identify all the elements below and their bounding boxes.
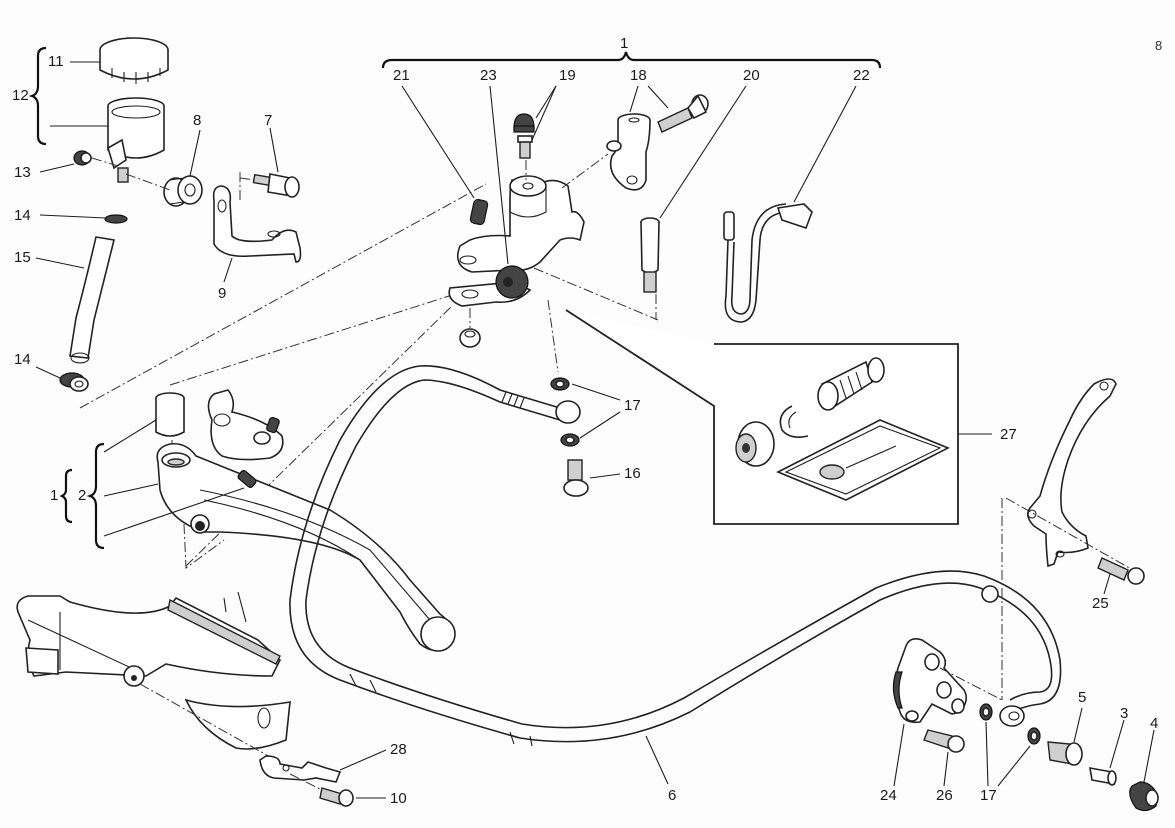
- dust-boot[interactable]: [495, 265, 529, 299]
- mounting-bracket[interactable]: [1026, 378, 1117, 568]
- clutch-switch[interactable]: [723, 203, 813, 323]
- callout-15: 15: [14, 249, 31, 266]
- master-cylinder-body[interactable]: [448, 175, 585, 307]
- lever-bushing[interactable]: [155, 392, 185, 437]
- callout-6: 6: [668, 787, 677, 804]
- reservoir-cap[interactable]: [99, 37, 169, 84]
- callout-14-upper: 14: [14, 207, 31, 224]
- guide-screw[interactable]: [319, 787, 354, 807]
- callout-17-lower: 17: [980, 787, 997, 804]
- callout-8: 8: [193, 112, 202, 129]
- callout-3: 3: [1120, 705, 1129, 722]
- callout-11: 11: [48, 53, 64, 70]
- bleed-valve[interactable]: [1089, 767, 1117, 786]
- rubber-mount[interactable]: [163, 175, 203, 207]
- clutch-hose[interactable]: [289, 365, 1062, 747]
- sealing-washer-lower-1[interactable]: [979, 703, 993, 721]
- bracket-screw[interactable]: [1097, 557, 1145, 585]
- lever-outer-brace: [59, 468, 73, 524]
- callout-4: 4: [1150, 715, 1159, 732]
- slave-cylinder[interactable]: [892, 638, 968, 724]
- callout-21: 21: [393, 67, 410, 84]
- hose-clamp-lower[interactable]: [59, 372, 89, 392]
- callout-26: 26: [936, 787, 953, 804]
- callout-12: 12: [12, 87, 29, 104]
- nut[interactable]: [73, 150, 92, 166]
- bleed-screw-cap[interactable]: [513, 113, 535, 133]
- cylinder-nut[interactable]: [459, 328, 481, 348]
- hose-clamp-upper[interactable]: [104, 214, 128, 224]
- reservoir-brace: [28, 46, 47, 146]
- page-reference: 8: [1155, 38, 1163, 53]
- callout-20: 20: [743, 67, 760, 84]
- assembly-brace: [381, 51, 882, 69]
- handlebar-clamp[interactable]: [606, 113, 651, 191]
- adjuster-screw[interactable]: [469, 198, 489, 226]
- clutch-lever[interactable]: [156, 442, 456, 652]
- callout-7: 7: [264, 112, 273, 129]
- reservoir-body[interactable]: [107, 97, 165, 183]
- callout-10: 10: [390, 790, 407, 807]
- callout-17-upper: 17: [624, 397, 641, 414]
- bleed-valve-cap[interactable]: [1129, 781, 1159, 812]
- callout-23: 23: [480, 67, 497, 84]
- frame-section: [16, 591, 291, 750]
- callout-5: 5: [1078, 689, 1087, 706]
- callout-22: 22: [853, 67, 870, 84]
- union[interactable]: [1047, 741, 1083, 766]
- reservoir-bracket[interactable]: [212, 185, 302, 263]
- sealing-washer-upper-2[interactable]: [560, 433, 580, 447]
- slave-cylinder-screw[interactable]: [923, 729, 965, 753]
- screw[interactable]: [252, 173, 300, 198]
- callout-28: 28: [390, 741, 407, 758]
- repair-kit-box[interactable]: [565, 309, 959, 525]
- callout-2: 2: [78, 487, 87, 504]
- callout-18: 18: [630, 67, 647, 84]
- callout-25: 25: [1092, 595, 1109, 612]
- callout-19: 19: [559, 67, 576, 84]
- callout-13: 13: [14, 164, 31, 181]
- pivot-pin[interactable]: [640, 217, 660, 293]
- hose-guide[interactable]: [259, 755, 342, 783]
- lever-adjuster[interactable]: [207, 389, 284, 461]
- lever-inner-brace: [86, 442, 105, 550]
- clamp-bolt[interactable]: [657, 94, 709, 133]
- callout-14-lower: 14: [14, 351, 31, 368]
- callout-1-assembly: 1: [620, 35, 629, 52]
- reservoir-hose[interactable]: [69, 236, 115, 364]
- callout-9: 9: [218, 285, 227, 302]
- sealing-washer-upper-1[interactable]: [550, 377, 570, 391]
- sealing-washer-lower-2[interactable]: [1027, 727, 1041, 745]
- callout-16: 16: [624, 465, 641, 482]
- callout-1-lever-group: 1: [50, 487, 59, 504]
- callout-24: 24: [880, 787, 897, 804]
- callout-27: 27: [1000, 426, 1017, 443]
- banjo-bolt[interactable]: [563, 459, 589, 497]
- bleed-screw[interactable]: [517, 135, 533, 159]
